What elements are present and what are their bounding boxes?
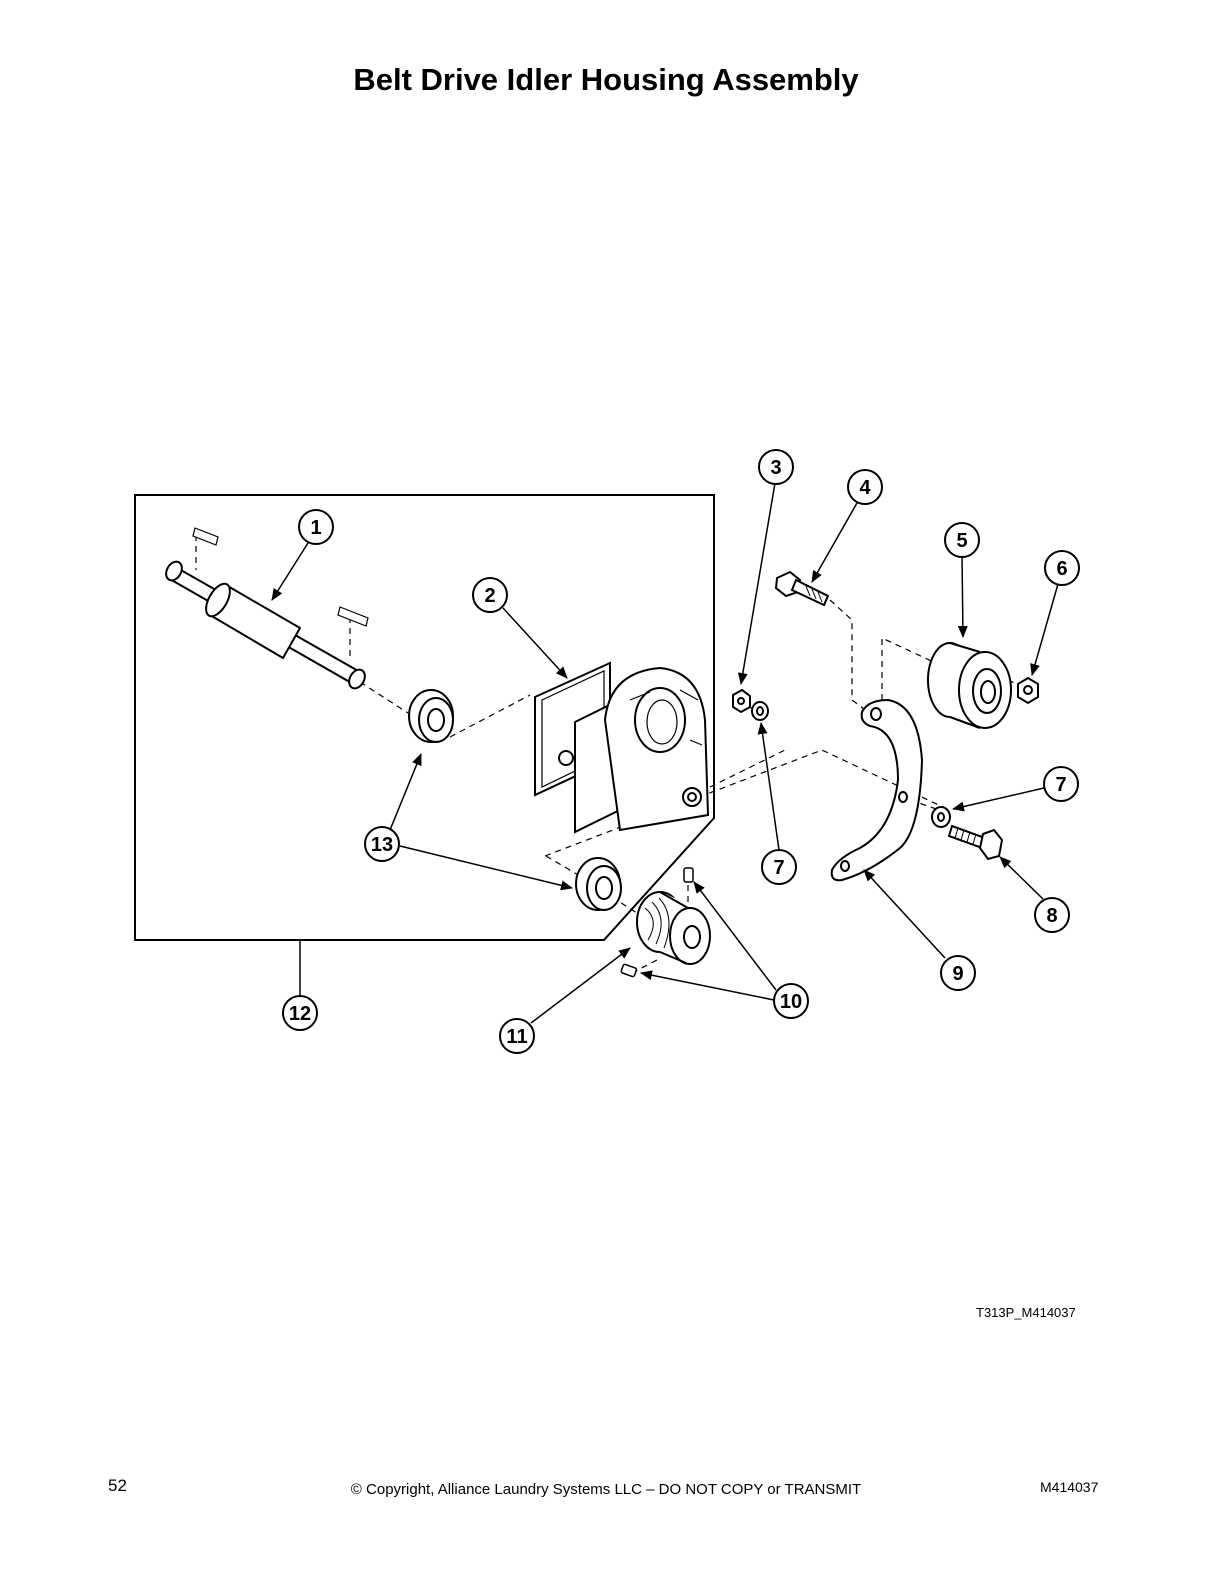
bearing-lower xyxy=(575,857,622,911)
callout-7-upper: 7 xyxy=(773,857,784,879)
callout-circle-11 xyxy=(499,1018,535,1054)
callout-circle-2 xyxy=(472,577,508,613)
idler-arm-part xyxy=(830,698,924,882)
bearing-upper xyxy=(408,689,454,743)
bolt-upper-part xyxy=(774,570,830,607)
callout-13: 13 xyxy=(371,834,393,856)
callout-5: 5 xyxy=(956,530,967,552)
washer-right-part xyxy=(931,806,951,828)
drive-pulley-part xyxy=(636,891,711,965)
callout-circle-4 xyxy=(847,469,883,505)
callout-7-right: 7 xyxy=(1055,774,1066,796)
callout-12: 12 xyxy=(289,1003,311,1025)
idler-housing-part xyxy=(534,661,710,834)
callout-circle-12 xyxy=(282,995,318,1031)
callout-8: 8 xyxy=(1046,905,1057,927)
callout-11: 11 xyxy=(506,1026,527,1048)
shaft-part xyxy=(165,527,369,690)
callout-2: 2 xyxy=(484,585,495,607)
nut-pulley-part xyxy=(1017,676,1039,705)
page-title: Belt Drive Idler Housing Assembly xyxy=(353,62,859,97)
callout-10: 10 xyxy=(780,991,802,1013)
callout-circle-9 xyxy=(940,955,976,991)
callout-4: 4 xyxy=(859,477,871,499)
callout-circle-8 xyxy=(1034,897,1070,933)
callout-9: 9 xyxy=(952,963,963,985)
callout-3: 3 xyxy=(770,457,781,479)
idler-pulley-part xyxy=(927,642,1012,729)
callout-circle-3 xyxy=(758,449,794,485)
callout-circle-10 xyxy=(773,983,809,1019)
bolt-right-part xyxy=(947,824,1004,861)
document-number: M414037 xyxy=(1040,1479,1099,1495)
callout-circle-7-right xyxy=(1043,766,1079,802)
set-screw-upper-part xyxy=(683,867,694,883)
nut-upper-part xyxy=(732,688,751,714)
callout-circle-5 xyxy=(944,522,980,558)
copyright-notice: © Copyright, Alliance Laundry Systems LL… xyxy=(350,1481,862,1498)
callout-leaders xyxy=(271,482,1059,1024)
callout-circle-6 xyxy=(1044,550,1080,586)
callout-circle-13 xyxy=(364,826,400,862)
callout-circle-7-upper xyxy=(761,849,797,885)
callout-bubbles xyxy=(282,449,1080,1054)
set-screw-lower-part xyxy=(620,963,638,978)
callout-6: 6 xyxy=(1056,558,1067,580)
callout-1: 1 xyxy=(310,517,321,539)
figure-code: T313P_M414037 xyxy=(976,1305,1076,1320)
washer-upper-part xyxy=(751,701,769,721)
callout-circle-1 xyxy=(298,509,334,545)
page-number: 52 xyxy=(108,1476,127,1495)
subassembly-outline xyxy=(134,494,715,941)
